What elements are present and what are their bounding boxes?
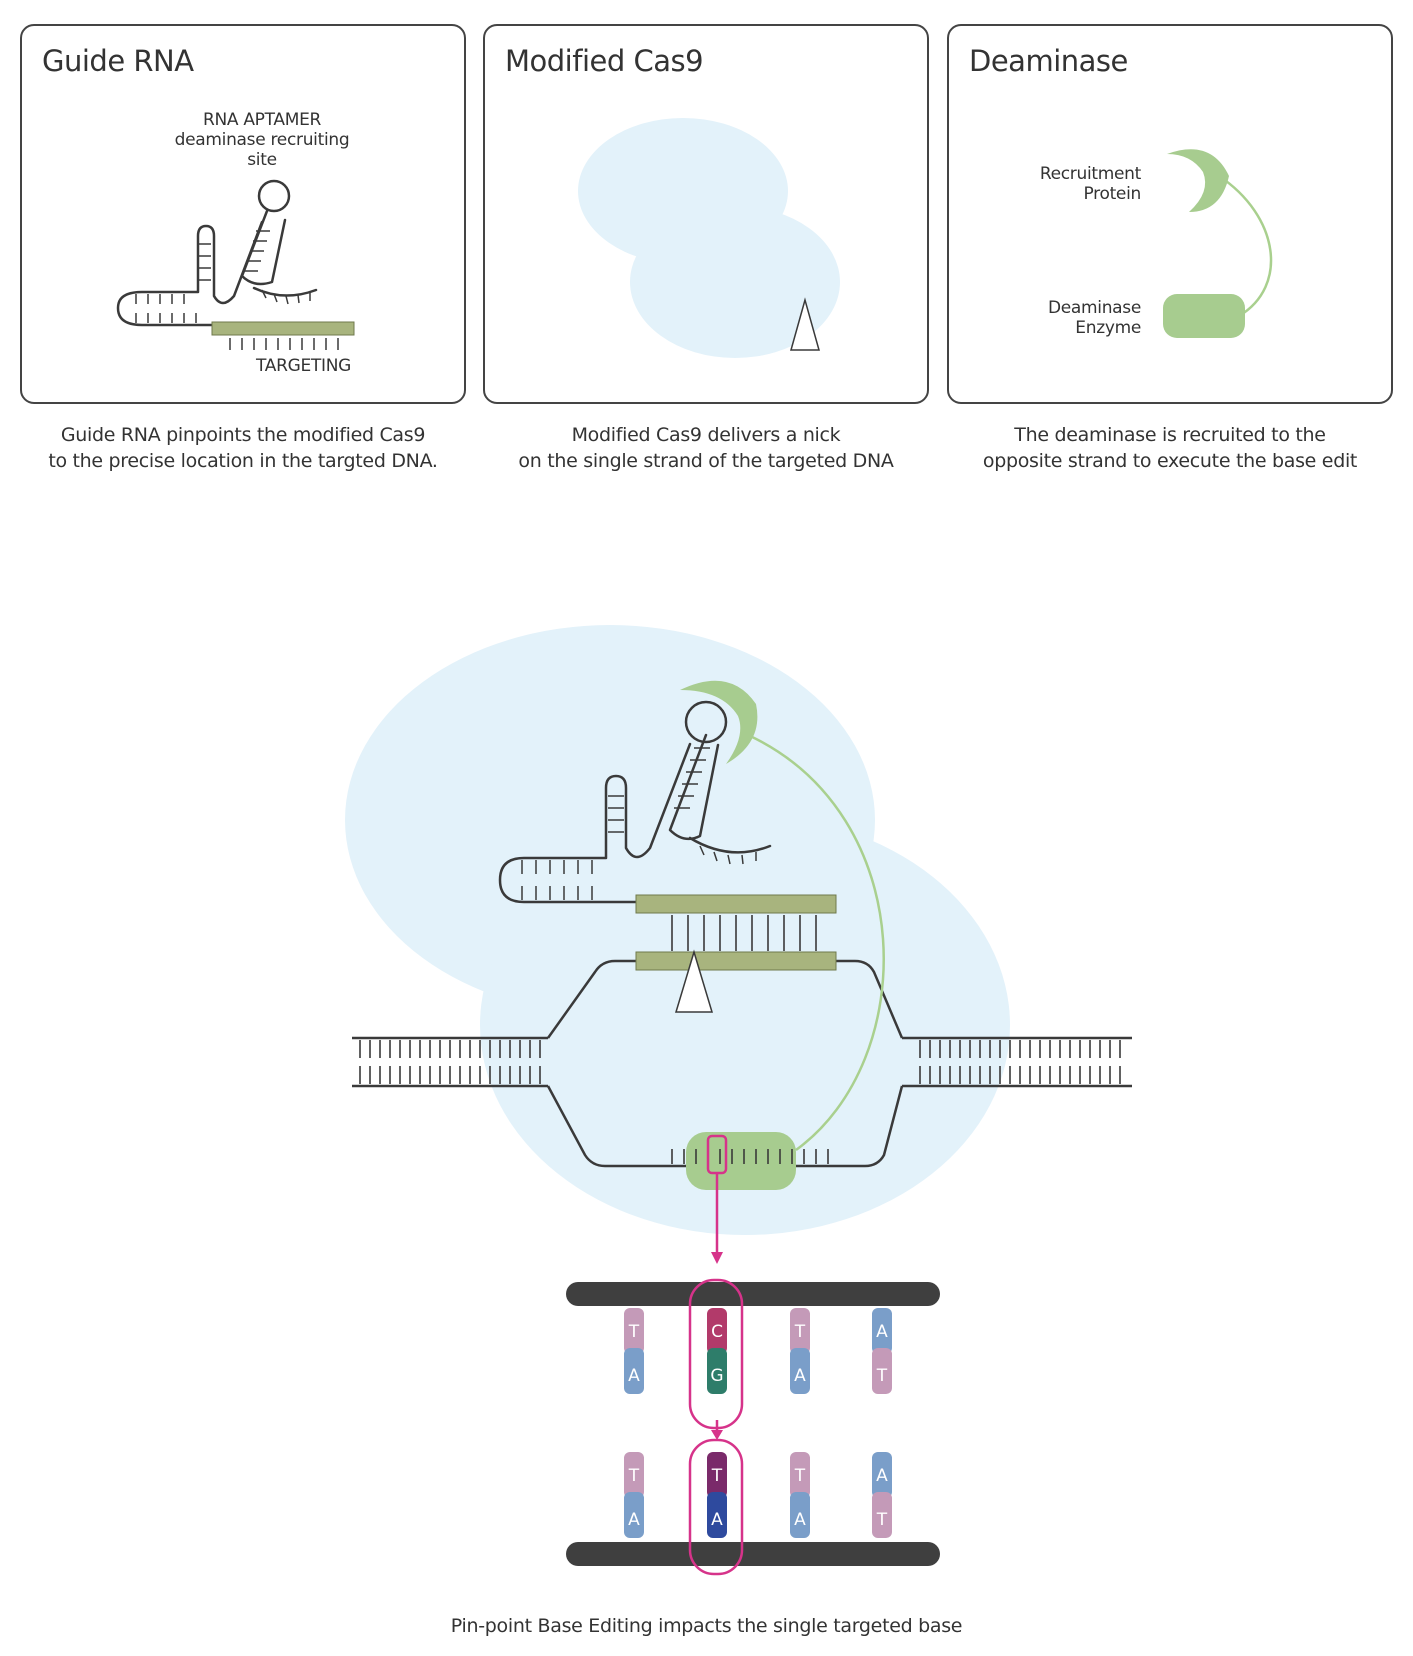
- aptamer-loop: [257, 179, 291, 213]
- dna-duplex-right: [902, 1036, 1132, 1088]
- base-top: [707, 1452, 727, 1498]
- backbone-before: [566, 1282, 940, 1306]
- base-letter-top: T: [711, 1466, 723, 1486]
- panel-modified-cas9: Modified Cas9: [483, 24, 929, 404]
- panel-guide-rna: Guide RNA RNA APTAMER deaminase recruiti…: [20, 24, 466, 404]
- base-letter-bottom: G: [710, 1366, 723, 1386]
- caption-deaminase: The deaminase is recruited to the opposi…: [947, 422, 1393, 474]
- base-letter-top: T: [794, 1466, 806, 1486]
- zoom-arrow-head: [711, 1252, 723, 1264]
- base-top: [790, 1308, 810, 1354]
- base-top: [872, 1308, 892, 1354]
- aptamer-loop: [684, 700, 728, 744]
- base-top: [624, 1452, 644, 1498]
- cas9-diagram: [578, 118, 840, 358]
- base-bottom: [707, 1348, 727, 1394]
- panel-title: Modified Cas9: [505, 44, 704, 78]
- base-letter-bottom: A: [794, 1366, 806, 1386]
- caption-guide-rna: Guide RNA pinpoints the modified Cas9 to…: [20, 422, 466, 474]
- guide-rna-diagram: [116, 179, 355, 350]
- deaminase-diagram: [1163, 149, 1273, 338]
- base-top: [790, 1452, 810, 1498]
- base-bottom: [624, 1492, 644, 1538]
- base-letter-top: T: [628, 1466, 640, 1486]
- deaminase-enzyme: [686, 1132, 796, 1190]
- linker: [747, 733, 885, 1152]
- base-letter-bottom: A: [628, 1366, 640, 1386]
- caption-modified-cas9: Modified Cas9 delivers a nick on the sin…: [483, 422, 929, 474]
- base-editing-mechanism: T A C G T A A T T A T A T A A T: [345, 625, 1132, 1576]
- base-letter-top: T: [794, 1322, 806, 1342]
- base-bottom: [790, 1348, 810, 1394]
- cas9-lobe-lower: [630, 206, 840, 358]
- grna-aptamer-stem: [240, 209, 287, 286]
- caption-line: The deaminase is recruited to the: [1014, 424, 1326, 446]
- caption-line: Guide RNA pinpoints the modified Cas9: [60, 424, 426, 446]
- hybrid-base-pairs: [671, 915, 817, 951]
- base-bottom: [790, 1492, 810, 1538]
- base-letter-bottom: A: [628, 1510, 640, 1530]
- targeting-strip: [211, 321, 355, 336]
- aptamer-label-line2: deaminase recruiting site: [174, 130, 350, 170]
- base-letter-bottom: A: [794, 1510, 806, 1530]
- base-bottom: [872, 1348, 892, 1394]
- panel-title: Guide RNA: [42, 44, 194, 78]
- caption-line: opposite strand to execute the base edit: [982, 450, 1358, 472]
- nick-triangle: [790, 297, 820, 351]
- panel-deaminase: Deaminase Recruitment Protein Deaminase …: [947, 24, 1393, 404]
- deaminase-enzyme: [1163, 294, 1245, 338]
- base-top: [707, 1308, 727, 1354]
- bottom-caption: Pin-point Base Editing impacts the singl…: [450, 1615, 963, 1637]
- nick-triangle: [674, 949, 714, 1013]
- edit-arrow-head: [711, 1430, 723, 1440]
- recruitment-protein-label: Recruitment Protein: [1009, 164, 1141, 204]
- base-letter-top: A: [876, 1322, 888, 1342]
- edit-highlight-after: [688, 1438, 744, 1576]
- deaminase-enzyme-label: Deaminase Enzyme: [1009, 298, 1141, 338]
- base-letter-bottom: A: [711, 1510, 723, 1530]
- base-letter-top: A: [876, 1466, 888, 1486]
- caption-line: to the precise location in the targted D…: [48, 450, 438, 472]
- grna-tail: [252, 286, 318, 297]
- base-letter-top: C: [711, 1322, 723, 1342]
- base-letter-bottom: T: [876, 1366, 888, 1386]
- caption-line: on the single strand of the targeted DNA: [518, 450, 894, 472]
- dna-duplex-left: [352, 1036, 548, 1088]
- target-dna-strip: [635, 951, 837, 971]
- enzyme-label-line1: Deaminase: [1047, 298, 1141, 318]
- caption-line: Modified Cas9 delivers a nick: [571, 424, 841, 446]
- targeting-label: TARGETING: [256, 356, 352, 376]
- panel-title: Deaminase: [969, 44, 1128, 78]
- base-top: [872, 1452, 892, 1498]
- recruitment-label-line2: Protein: [1083, 184, 1142, 204]
- guide-rna-complex: [498, 700, 772, 904]
- backbone-after: [566, 1542, 940, 1566]
- base-top: [624, 1308, 644, 1354]
- base-bottom: [707, 1492, 727, 1538]
- aptamer-label: RNA APTAMER deaminase recruiting site: [162, 110, 362, 170]
- base-bottom: [624, 1348, 644, 1394]
- recruitment-protein: [680, 680, 758, 764]
- cas9-body-lower: [480, 815, 1010, 1235]
- enzyme-label-line2: Enzyme: [1075, 318, 1141, 338]
- base-pairs-before: T A C G T A A T: [624, 1308, 892, 1394]
- recruitment-protein: [1167, 149, 1229, 212]
- base-letter-top: T: [628, 1322, 640, 1342]
- base-bottom: [872, 1492, 892, 1538]
- grna-backbone: [116, 220, 264, 327]
- base-letter-bottom: T: [876, 1510, 888, 1530]
- linker: [1218, 174, 1273, 318]
- grna-targeting-strip: [635, 894, 837, 914]
- base-pairs-after: T A T A T A A T: [624, 1452, 892, 1538]
- recruitment-label-line1: Recruitment: [1039, 164, 1141, 184]
- aptamer-label-line1: RNA APTAMER: [202, 110, 322, 130]
